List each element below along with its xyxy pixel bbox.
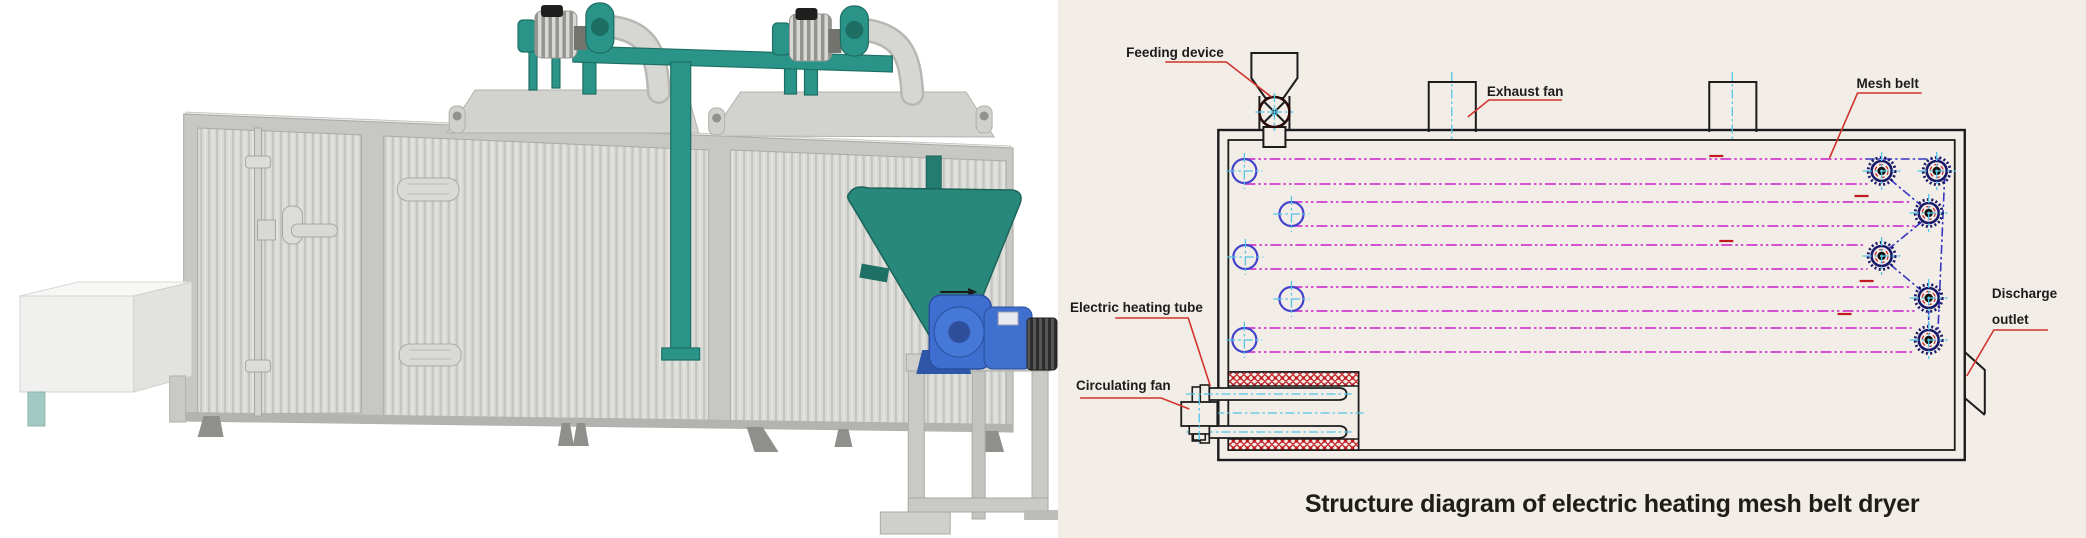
insulation-hatch-top <box>1227 371 1360 387</box>
rotary-valve-icon <box>1255 93 1294 131</box>
belt-sprockets <box>1862 152 1956 359</box>
structure-diagram-art: Feeding device Exhaust fan Mesh belt Ele… <box>1058 0 2086 538</box>
door-hinge-plate <box>396 177 460 202</box>
leader-lines <box>1080 61 2048 410</box>
centrifugal-fan-2 <box>771 5 869 62</box>
sprocket-symbol <box>1862 237 1901 275</box>
structure-diagram: Feeding device Exhaust fan Mesh belt Ele… <box>1058 0 2086 538</box>
electric-heating-tube-symbol <box>1186 384 1352 406</box>
sprocket-symbol <box>1862 152 1901 190</box>
roller-symbol <box>1273 196 1310 232</box>
roller-symbol <box>1227 239 1264 275</box>
label-circulating-fan: Circulating fan <box>1076 378 1171 393</box>
label-discharge-outlet-line2: outlet <box>1992 312 2029 327</box>
belt-direction-ticks <box>1709 154 1874 316</box>
feeding-device-symbol <box>1250 52 1299 148</box>
lifting-lug <box>448 105 466 134</box>
sprocket-symbol <box>1909 279 1948 317</box>
door-latch <box>257 205 338 245</box>
door-hinge-rod <box>245 127 271 417</box>
door-panel-left <box>197 127 362 415</box>
insulation-hatch-bottom <box>1227 438 1360 451</box>
roller-symbol <box>1226 153 1263 189</box>
fan-motor <box>789 13 832 62</box>
exhaust-stack-2 <box>1708 72 1758 142</box>
motor-fins <box>1026 317 1058 371</box>
diagram-caption: Structure diagram of electric heating me… <box>1305 490 1920 518</box>
door-hinge-plate <box>398 343 462 367</box>
heating-chamber <box>1180 371 1364 451</box>
exhaust-stack-1 <box>1427 72 1477 142</box>
feed-box-leg <box>169 375 187 423</box>
machine-photo-art <box>19 2 1058 535</box>
direction-arrow-icon <box>940 288 978 296</box>
label-exhaust-fan: Exhaust fan <box>1487 84 1564 99</box>
discharge-hopper <box>846 155 1022 362</box>
label-electric-heating-tube: Electric heating tube <box>1070 300 1203 315</box>
machine-photo <box>19 2 1058 535</box>
motor-nameplate <box>997 311 1019 326</box>
feed-conveyor-box <box>19 281 193 427</box>
lifting-lug <box>708 107 726 136</box>
air-plenum-boxes <box>446 89 996 138</box>
label-discharge-outlet-line1: Discharge <box>1992 286 2058 301</box>
dryer-box <box>1217 128 1966 462</box>
discharge-chute-symbol <box>1964 351 1986 416</box>
blower-motor <box>916 294 1058 374</box>
belt-rollers <box>1226 153 1310 358</box>
centrifugal-fan-1 <box>517 2 615 59</box>
circulating-fan-symbol <box>1180 396 1219 444</box>
sprocket-symbol <box>1909 321 1948 359</box>
roller-symbol <box>1226 322 1263 358</box>
feed-box-leg <box>27 391 46 427</box>
sprocket-symbol <box>1917 152 1956 190</box>
fan-motor <box>534 10 578 59</box>
sprocket-symbol <box>1909 194 1948 232</box>
label-feeding-device: Feeding device <box>1126 45 1224 60</box>
cabinet-feet <box>197 416 1005 452</box>
label-mesh-belt: Mesh belt <box>1857 76 1920 91</box>
roller-symbol <box>1273 281 1310 317</box>
lifting-lug <box>975 105 993 134</box>
